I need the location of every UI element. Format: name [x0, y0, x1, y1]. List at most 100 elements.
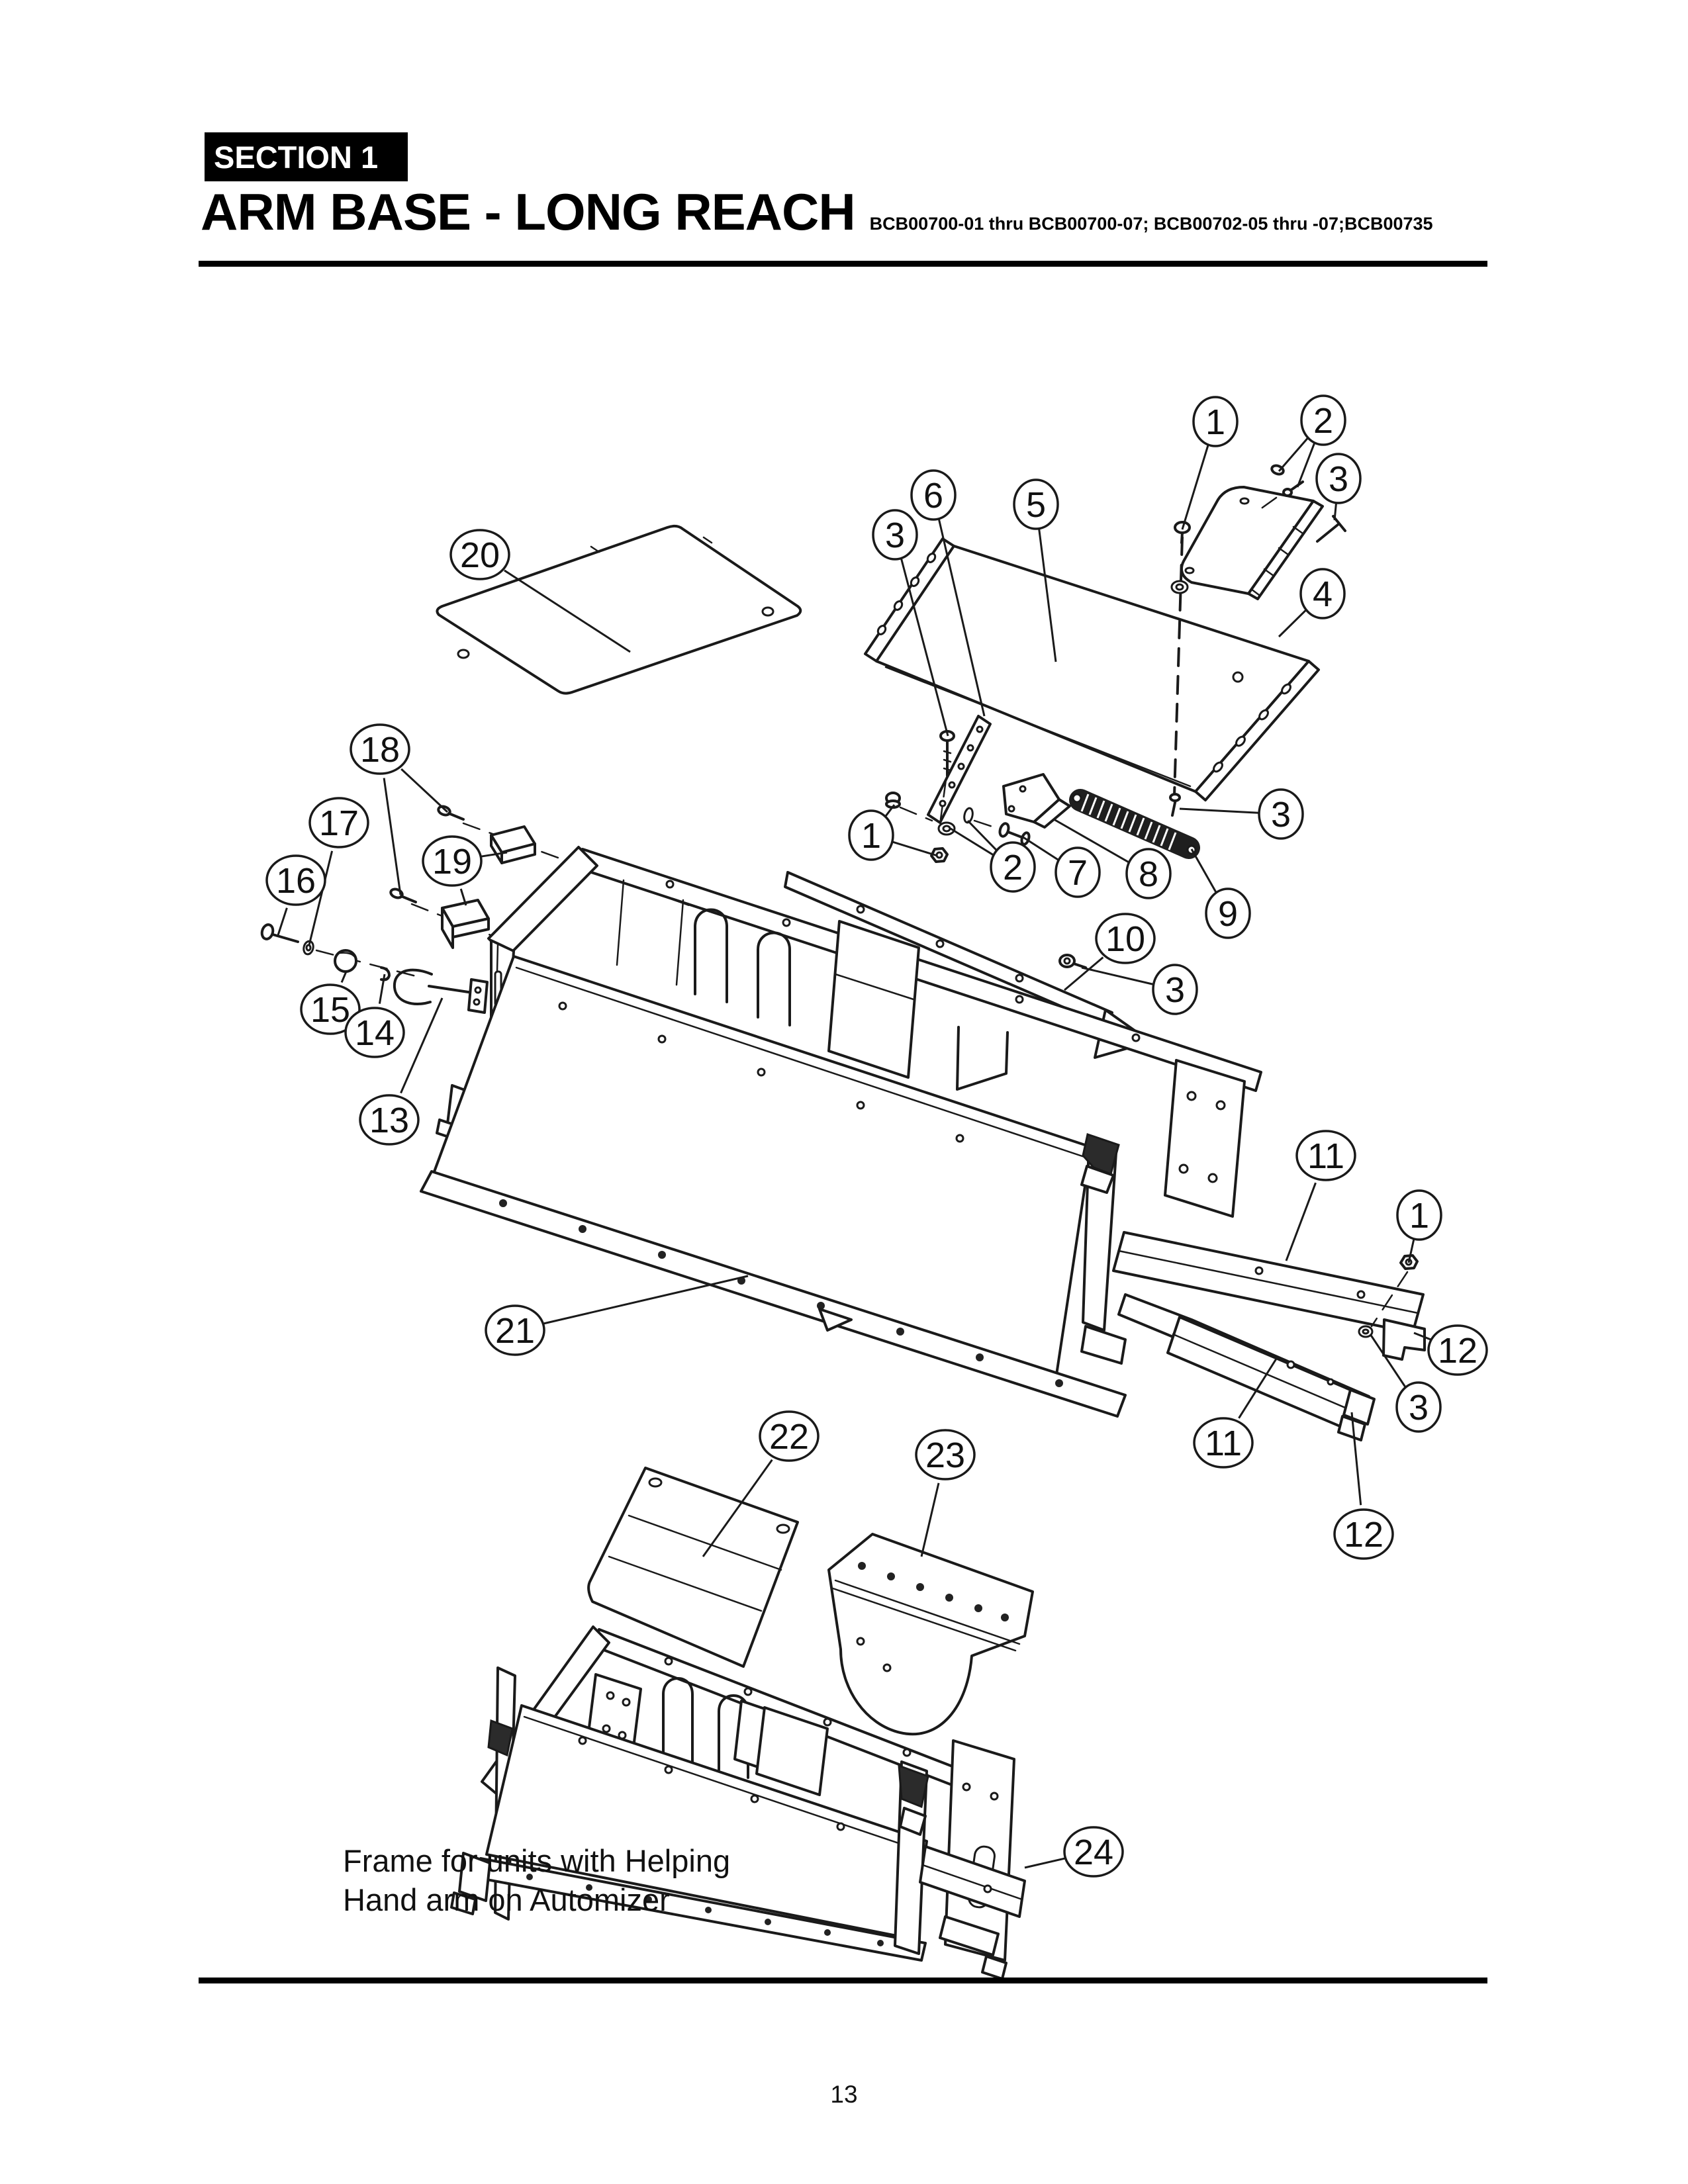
- callout-number: 17: [319, 803, 359, 843]
- callout-balloon: [1063, 1826, 1124, 1878]
- callout-2: 2: [1278, 394, 1346, 488]
- callout-number: 1: [1205, 402, 1225, 442]
- callout-10: 10: [1064, 913, 1156, 991]
- caption-line-2: Hand arm on Automizer: [343, 1882, 670, 1917]
- footer-rule: [199, 1978, 1487, 1983]
- callout-1: 1: [1396, 1189, 1442, 1263]
- callout-number: 10: [1105, 919, 1145, 959]
- callout-number: 11: [1307, 1136, 1344, 1176]
- callout-leader: [481, 851, 508, 858]
- callout-12: 12: [1413, 1324, 1488, 1376]
- callout-number: 23: [925, 1435, 965, 1475]
- callout-number: 4: [1313, 574, 1333, 614]
- callout-18: 18: [350, 723, 449, 895]
- callout-number: 2: [1313, 401, 1333, 441]
- screw-3-mid: [1169, 793, 1181, 817]
- callout-leader: [1278, 608, 1308, 638]
- callout-balloon: [308, 797, 369, 848]
- callout-number: 24: [1074, 1833, 1113, 1872]
- callout-number: 11: [1205, 1424, 1242, 1463]
- callout-balloon: [1055, 846, 1101, 898]
- spacer-15: [334, 949, 357, 973]
- callout-leader: [883, 804, 896, 819]
- callout-number: 5: [1026, 485, 1046, 525]
- callout-6: 6: [910, 469, 986, 717]
- title-row: ARM BASE - LONG REACH BCB00700-01 thru B…: [201, 186, 1433, 238]
- callout-balloon: [1395, 1381, 1442, 1433]
- callout-balloon: [1258, 788, 1304, 840]
- screw-3-top: [1316, 515, 1346, 543]
- divider-panel: [827, 920, 920, 1079]
- callout-balloon: [1125, 848, 1172, 899]
- part-5-top-panel: [864, 537, 1320, 801]
- callout-14: 14: [344, 974, 405, 1058]
- callout-11: 11: [1285, 1130, 1356, 1261]
- section-badge: SECTION 1: [205, 132, 408, 181]
- callout-balloon: [1095, 913, 1156, 964]
- flat-screw-18-upper: [437, 805, 465, 821]
- callout-balloon: [1295, 1130, 1356, 1181]
- callout-leader: [308, 850, 334, 946]
- callout-balloon: [1333, 1508, 1394, 1560]
- callout-leader: [1278, 435, 1310, 472]
- callout-balloon: [872, 509, 918, 561]
- part-21-main-frame: [393, 846, 1262, 1418]
- callout-balloon: [359, 1094, 420, 1146]
- callout-leader: [950, 827, 995, 856]
- flat-screw-18-lower: [389, 887, 417, 903]
- part-22-cover: [587, 1467, 799, 1668]
- callout-3: 3: [872, 509, 949, 737]
- callout-5: 5: [1013, 478, 1059, 662]
- callout-number: 12: [1344, 1515, 1383, 1555]
- callout-balloon: [1152, 964, 1198, 1015]
- clip-14: [380, 966, 391, 981]
- callout-balloon: [915, 1429, 976, 1480]
- callout-balloon: [1192, 396, 1239, 447]
- callout-leader: [1407, 1236, 1416, 1263]
- callout-number: 3: [1409, 1388, 1429, 1428]
- wedge-19-lower: [441, 899, 490, 949]
- screw-3-bar: [1058, 954, 1087, 969]
- callout-balloon: [350, 723, 410, 775]
- callout-16: 16: [265, 854, 326, 936]
- callout-balloon: [449, 529, 510, 580]
- callout-number: 20: [460, 535, 500, 575]
- part-24-rail: [919, 1845, 1026, 1980]
- part-20-cover-panel: [436, 524, 802, 695]
- callout-number: 7: [1068, 853, 1088, 893]
- part-number-subtitle: BCB00700-01 thru BCB00700-07; BCB00702-0…: [869, 214, 1433, 234]
- callout-number: 3: [1165, 970, 1185, 1010]
- callout-balloon: [910, 469, 957, 521]
- callout-13: 13: [359, 997, 444, 1146]
- washer-2: [1270, 464, 1285, 476]
- callout-leader: [277, 907, 288, 936]
- part-9-extension-spring: [1069, 789, 1200, 859]
- callout-balloon: [1396, 1189, 1442, 1241]
- callout-leader: [1413, 1332, 1431, 1341]
- callout-balloon: [1300, 394, 1346, 446]
- callout-balloon: [1315, 453, 1362, 504]
- callout-leader: [1296, 440, 1317, 488]
- callout-balloon: [1205, 887, 1251, 939]
- callout-leader: [920, 1482, 940, 1557]
- callout-number: 14: [355, 1013, 395, 1053]
- callout-9: 9: [1190, 848, 1251, 939]
- lower-frame-view: [450, 1467, 1034, 1980]
- callout-12: 12: [1333, 1412, 1394, 1560]
- section-label: SECTION 1: [214, 139, 379, 175]
- callout-number: 21: [495, 1311, 535, 1351]
- callout-leader: [899, 555, 949, 737]
- part-12-bracket-upper: [1382, 1318, 1426, 1361]
- callout-leader: [340, 971, 348, 983]
- part-11-upper-rail: [1112, 1231, 1426, 1361]
- callout-number: 22: [769, 1417, 809, 1457]
- callout-balloon: [300, 983, 361, 1035]
- callout-number: 3: [885, 516, 905, 555]
- part-4-side-cover: [1180, 486, 1324, 600]
- callout-leader: [1037, 525, 1057, 662]
- part-23-chute: [827, 1533, 1034, 1736]
- callout-22: 22: [702, 1410, 820, 1557]
- callout-balloon: [1013, 478, 1059, 530]
- callout-17: 17: [308, 797, 369, 946]
